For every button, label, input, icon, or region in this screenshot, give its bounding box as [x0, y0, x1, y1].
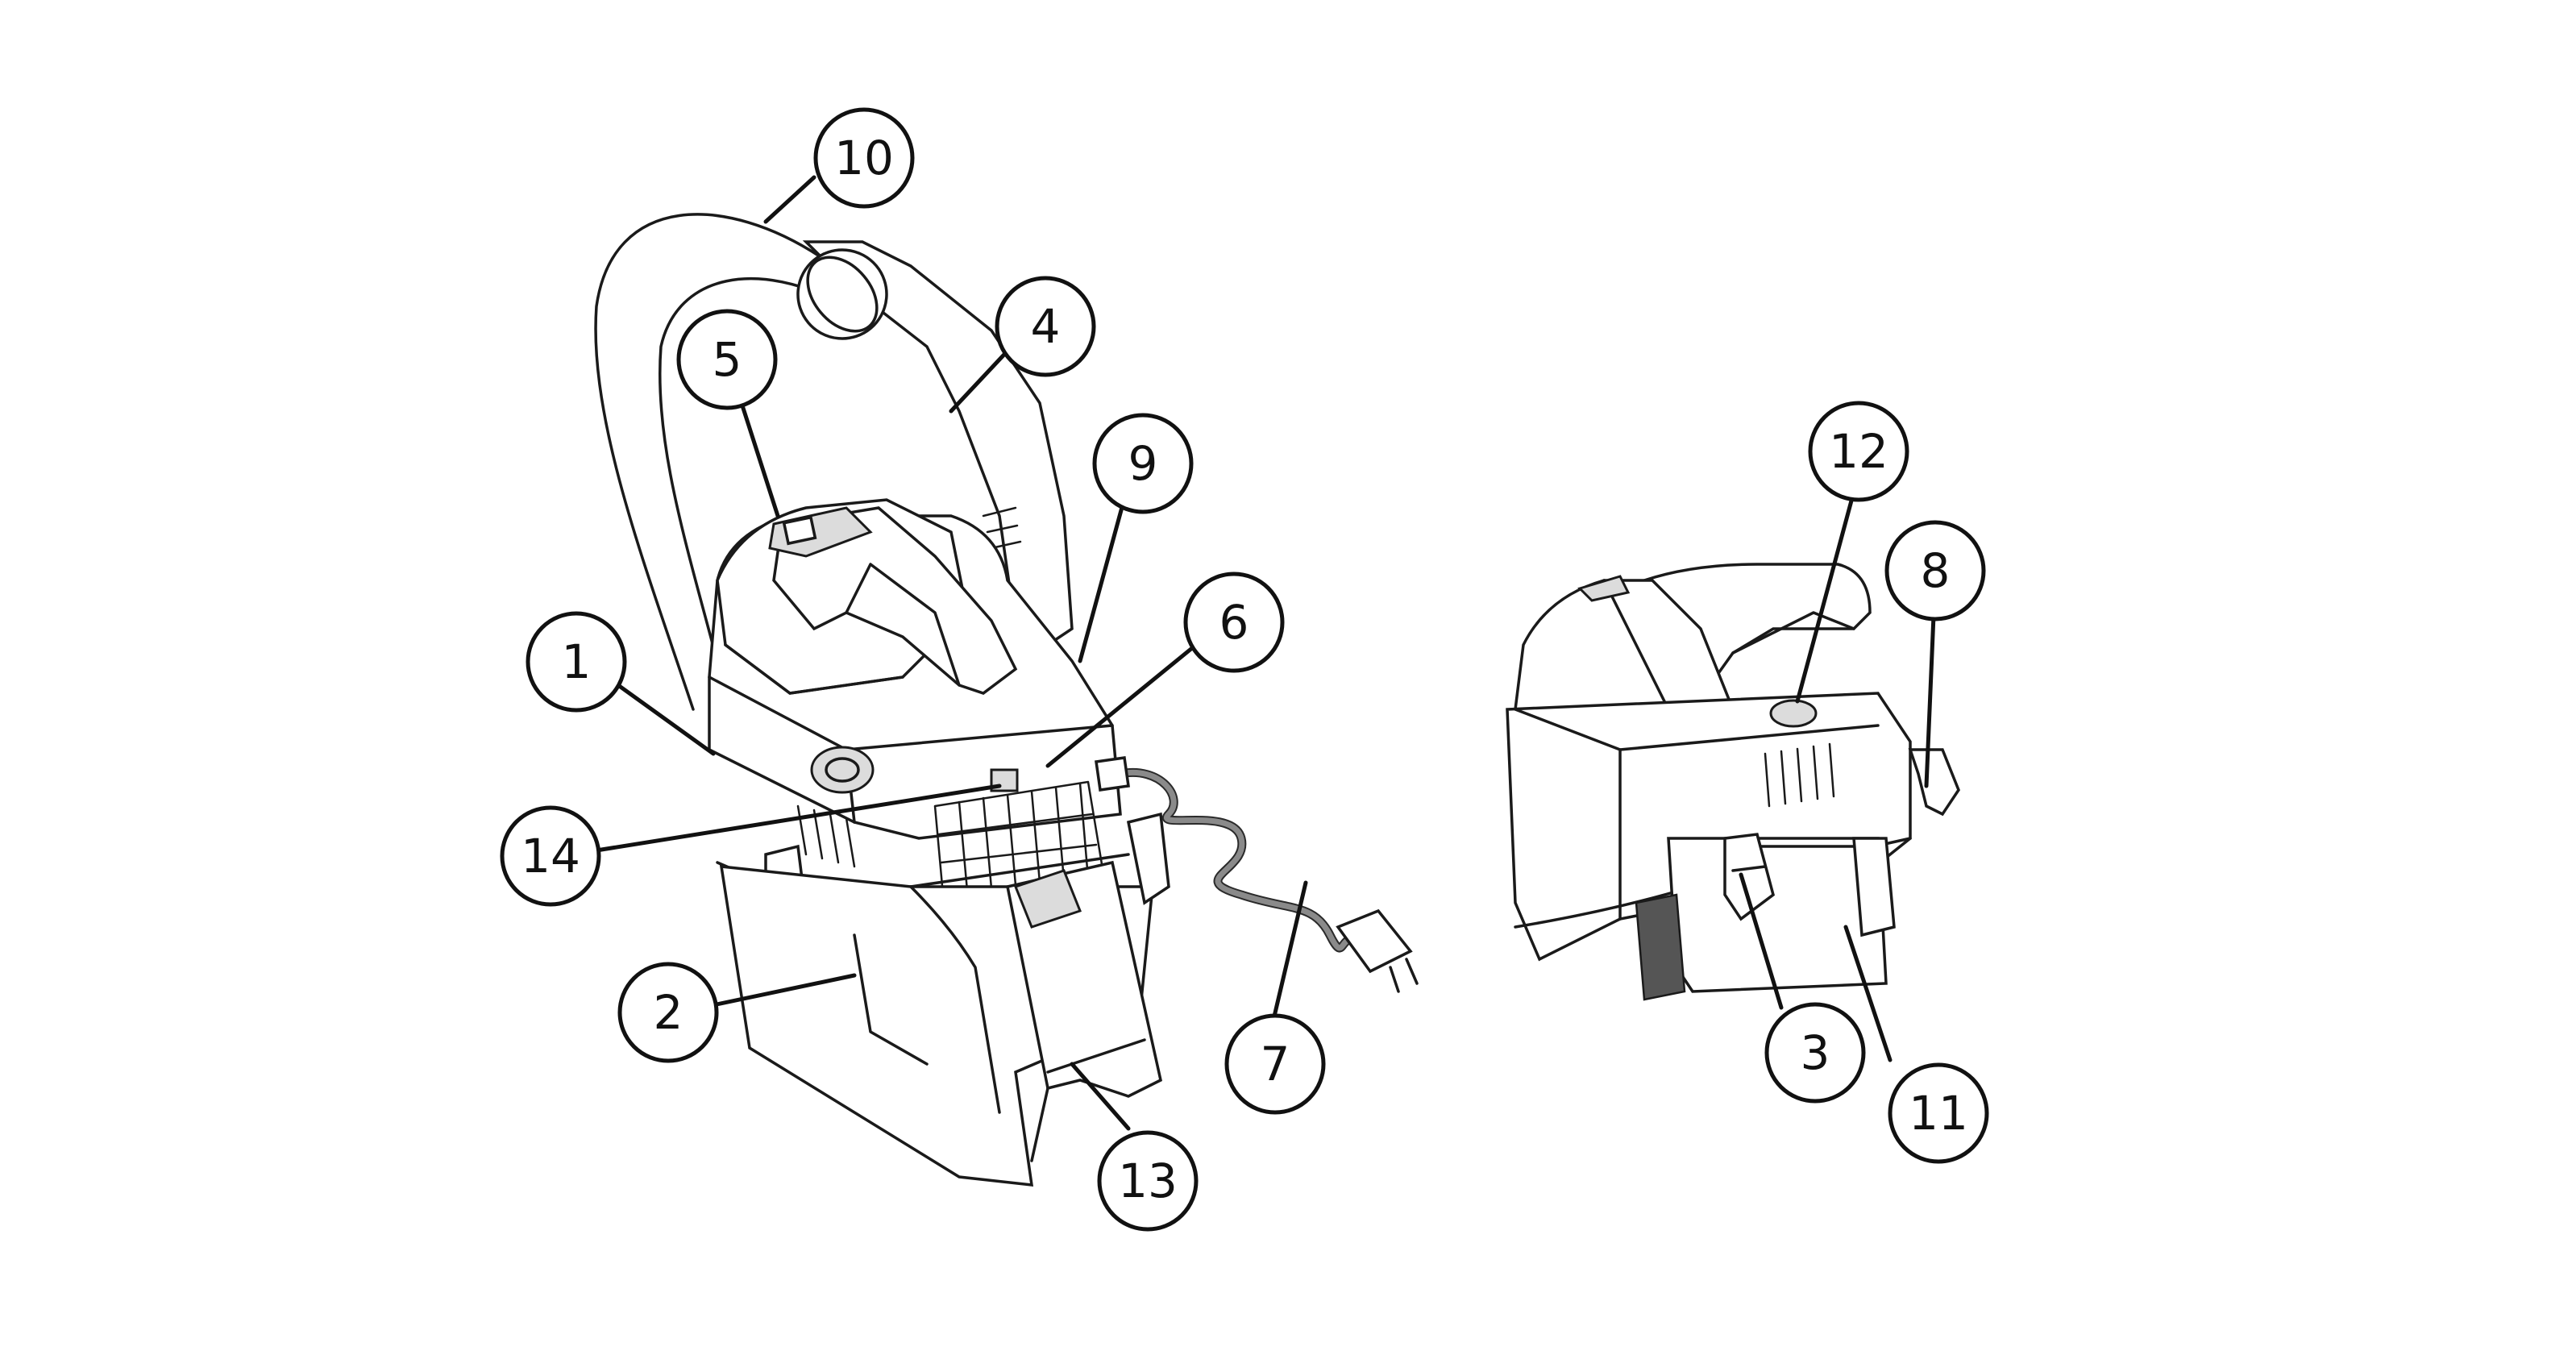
callout-7: 7	[1224, 1013, 1326, 1115]
callout-6: 6	[1183, 572, 1285, 673]
leader-6	[1045, 638, 1203, 768]
vacuum-assembled-illustration	[594, 213, 1170, 1187]
svg-text:8: 8	[1921, 543, 1951, 598]
power-cord-illustration	[1095, 756, 1419, 993]
callout-9: 9	[1092, 413, 1194, 514]
callout-14: 14	[500, 805, 601, 907]
svg-text:1: 1	[562, 634, 592, 689]
svg-text:7: 7	[1261, 1037, 1290, 1091]
leader-2	[699, 973, 857, 1010]
callout-11: 11	[1888, 1062, 1989, 1164]
callout-5: 5	[676, 309, 778, 410]
callout-2: 2	[617, 962, 719, 1063]
callout-4: 4	[995, 276, 1096, 377]
callout-3: 3	[1764, 1002, 1866, 1104]
svg-text:12: 12	[1829, 424, 1888, 479]
leader-3	[1739, 872, 1784, 1010]
leader-9	[1078, 481, 1131, 663]
leader-7	[1271, 880, 1308, 1022]
svg-text:4: 4	[1031, 299, 1061, 354]
leader-1	[610, 679, 716, 756]
svg-text:11: 11	[1909, 1086, 1968, 1141]
callout-8: 8	[1884, 520, 1986, 621]
svg-text:3: 3	[1801, 1025, 1830, 1080]
svg-text:13: 13	[1118, 1154, 1178, 1208]
callout-12: 12	[1808, 401, 1909, 502]
leader-13	[1070, 1062, 1131, 1131]
leader-12	[1795, 489, 1856, 704]
leader-8	[1924, 594, 1937, 788]
svg-text:6: 6	[1219, 595, 1249, 650]
leader-14	[594, 784, 1002, 853]
svg-text:9: 9	[1128, 436, 1158, 491]
callout-10: 10	[813, 107, 915, 209]
callout-1: 1	[526, 611, 627, 713]
leader-11	[1843, 925, 1893, 1062]
svg-text:2: 2	[654, 985, 683, 1040]
svg-text:5: 5	[713, 332, 742, 387]
svg-text:10: 10	[834, 131, 894, 185]
motor-head-detached-illustration	[1506, 563, 1960, 1001]
leader-5	[739, 401, 780, 518]
leader-4	[949, 344, 1014, 414]
leader-10	[763, 175, 816, 224]
svg-text:14: 14	[521, 829, 580, 883]
leader-lines	[594, 175, 1937, 1131]
callout-13: 13	[1097, 1130, 1199, 1232]
